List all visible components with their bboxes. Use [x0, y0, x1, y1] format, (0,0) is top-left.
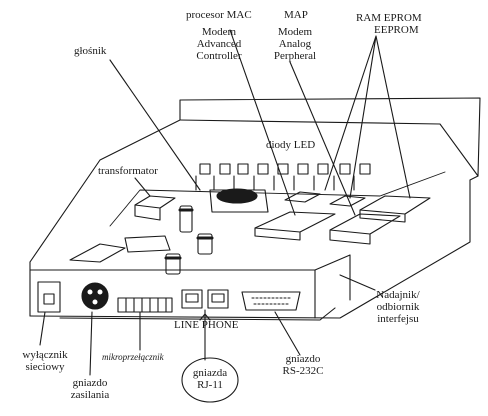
- case-bottom-edge: [59, 307, 336, 321]
- speaker-frame: [209, 189, 269, 213]
- capacitors: [164, 205, 214, 275]
- label-nadajnik-3: interfejsu: [377, 313, 419, 325]
- pointer-map: [289, 61, 356, 216]
- led-row: [195, 163, 371, 191]
- chip-memory: [359, 195, 431, 223]
- speaker: [216, 188, 258, 204]
- pointer-wylacznik: [39, 311, 46, 346]
- rj11-callout: [181, 357, 239, 403]
- label-glosnik: głośnik: [74, 45, 107, 57]
- circuit-board: [109, 171, 446, 227]
- pointer-transformator: [134, 177, 151, 197]
- transformer: [134, 195, 176, 221]
- label-rj-2: RJ-11: [197, 379, 223, 391]
- rj11-jack-1: [181, 289, 203, 309]
- label-map-3: Perpheral: [273, 50, 317, 62]
- pointer-ram: [324, 35, 411, 199]
- label-zasilania-1: gniazdo: [72, 377, 108, 389]
- pointer-arrow: [199, 313, 211, 321]
- label-zasilania-2: zasilania: [70, 389, 110, 401]
- label-diody: diody LED: [266, 139, 316, 151]
- chip-small: [329, 195, 366, 207]
- label-map-1: Modem: [277, 26, 313, 38]
- label-mac-3: Controller: [196, 50, 242, 62]
- label-nadajnik-2: odbiornik: [376, 301, 420, 313]
- label-rs-1: gniazdo: [285, 353, 321, 365]
- pointer-mac: [229, 29, 296, 216]
- board-component-2: [69, 243, 126, 263]
- label-wylacznik-1: wyłącznik: [22, 349, 68, 361]
- case-top-edge: [179, 119, 479, 177]
- case-left-edge: [29, 119, 181, 263]
- board-component: [124, 235, 171, 253]
- label-mikro: mikroprzełącznik: [102, 352, 164, 362]
- label-ram: RAM EPROM: [356, 12, 422, 24]
- rj11-jack-2: [207, 289, 229, 309]
- label-nadajnik-1: Nadajnik/: [376, 289, 420, 301]
- case-front-bottom: [29, 179, 471, 319]
- power-switch: [37, 281, 61, 313]
- pointer-nadajnik: [339, 274, 376, 291]
- rs232-port: [241, 291, 301, 311]
- dip-switches: [117, 297, 173, 313]
- label-rj-1: gniazda: [192, 367, 228, 379]
- label-map-title: MAP: [284, 9, 308, 21]
- chip-map: [329, 213, 401, 245]
- label-line-phone: LINE PHONE: [174, 319, 239, 331]
- label-mac-1: Modem: [201, 26, 237, 38]
- front-panel-right: [314, 254, 351, 301]
- pointer-glosnik: [109, 59, 201, 191]
- label-mac-2: Advanced: [196, 38, 242, 50]
- chip-mac: [254, 211, 336, 241]
- label-eeprom: EEPROM: [374, 24, 419, 36]
- power-socket: [81, 282, 109, 310]
- label-procesor: procesor MAC: [186, 9, 252, 21]
- pointer-rs: [274, 311, 301, 356]
- label-wylacznik-2: sieciowy: [25, 361, 65, 373]
- label-map-2: Analog: [278, 38, 312, 50]
- label-transformator: transformator: [98, 165, 158, 177]
- chip-small-2: [284, 191, 321, 203]
- case-back-panel: [179, 97, 481, 181]
- pointer-zasilania: [89, 311, 93, 376]
- label-rs-2: RS-232C: [282, 365, 324, 377]
